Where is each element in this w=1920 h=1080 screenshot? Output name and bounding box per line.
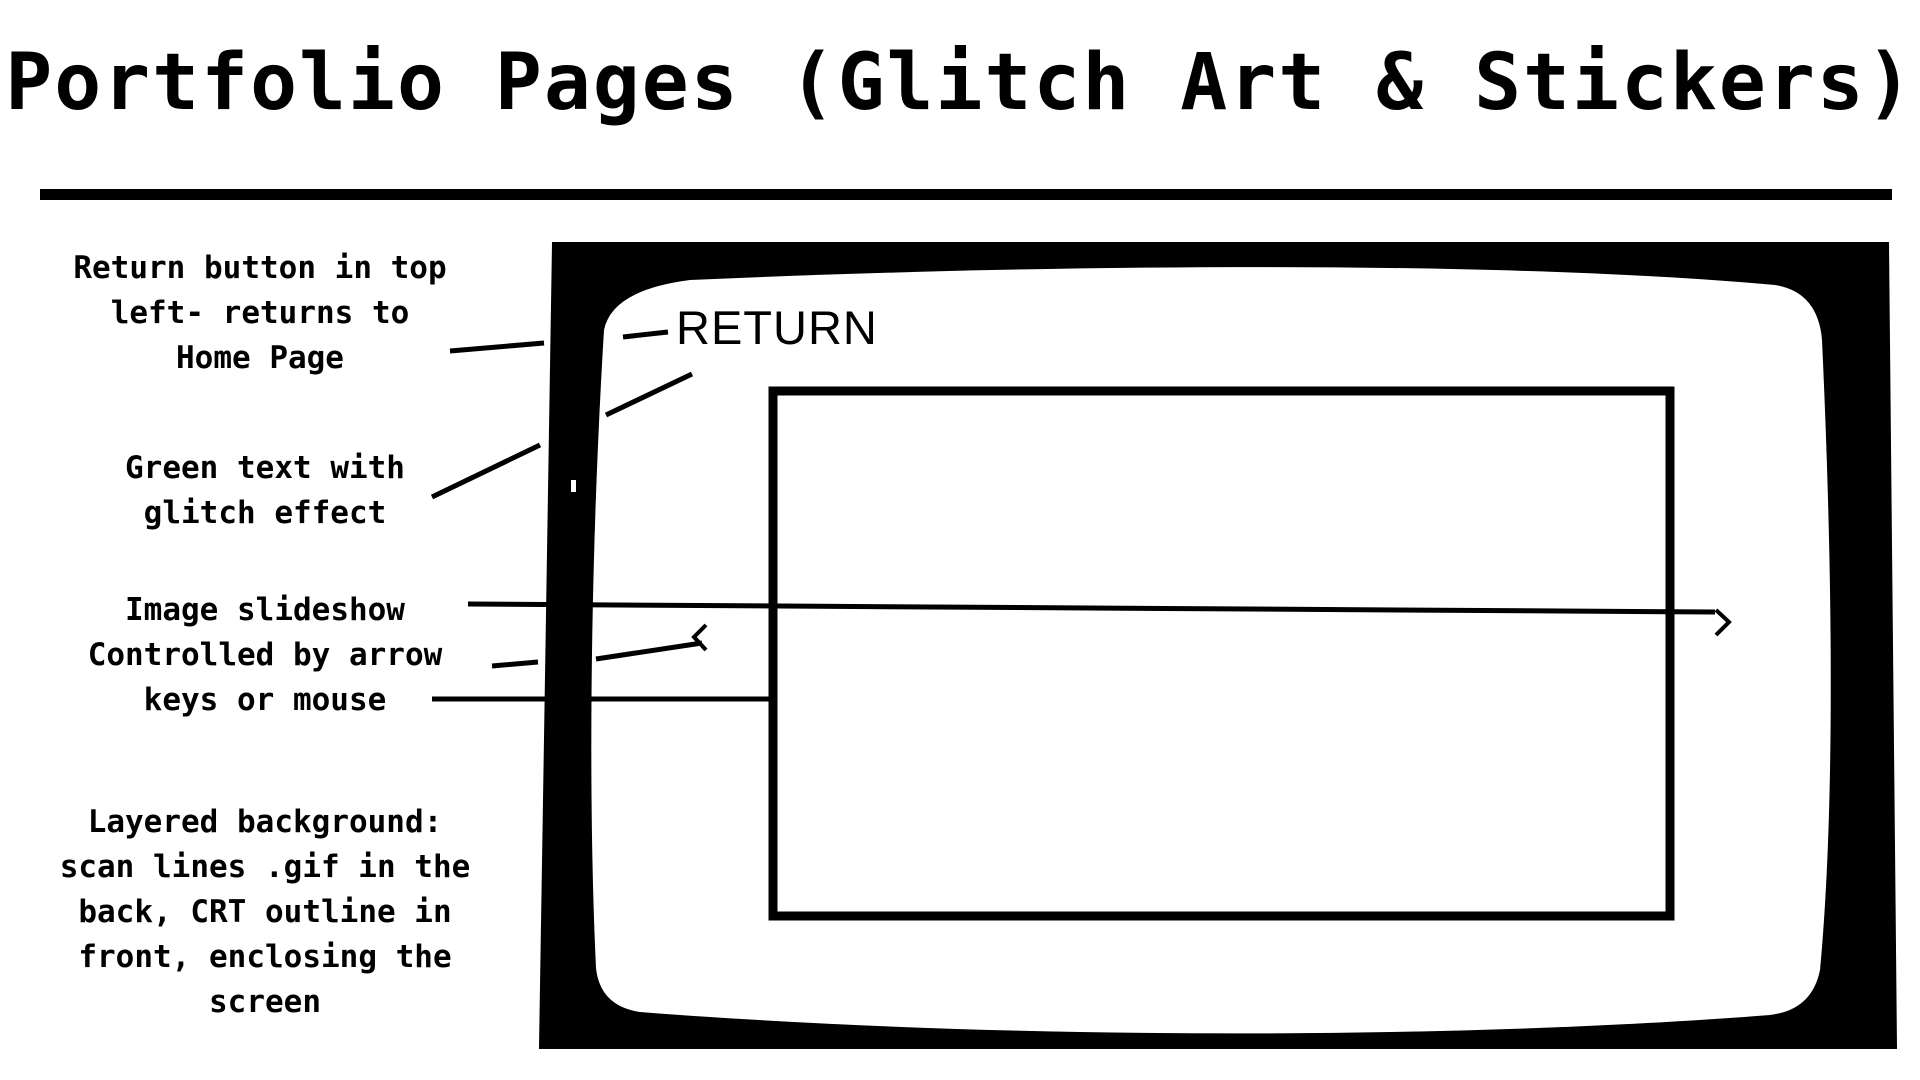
leader-slideshow-top — [467, 601, 1716, 615]
return-button[interactable]: RETURN — [676, 301, 878, 354]
leader-return-inner — [622, 329, 669, 340]
annotation-slideshow: Image slideshow Controlled by arrow keys… — [87, 592, 443, 718]
page-title: Portfolio Pages (Glitch Art & Stickers) — [5, 38, 1915, 128]
prev-arrow-icon — [691, 623, 708, 652]
annotation-layered-background: Layered background: scan lines .gif in t… — [59, 804, 471, 1020]
bezel-notch — [571, 480, 576, 492]
crt-screen — [591, 267, 1831, 1034]
title-divider — [40, 189, 1892, 200]
next-arrow-icon — [1714, 608, 1732, 637]
leader-slideshow-mid-outer — [491, 659, 539, 669]
leader-return-outer — [449, 340, 545, 354]
leader-glitch-outer — [430, 442, 542, 500]
annotation-green-text: Green text with glitch effect — [125, 450, 405, 531]
leader-slideshow-mid-inner — [595, 640, 703, 662]
leader-glitch-inner — [604, 371, 694, 418]
annotation-leader-lines — [430, 329, 1716, 702]
slideshow-frame — [768, 386, 1675, 921]
annotation-return-button: Return button in top left- returns to Ho… — [73, 250, 447, 376]
